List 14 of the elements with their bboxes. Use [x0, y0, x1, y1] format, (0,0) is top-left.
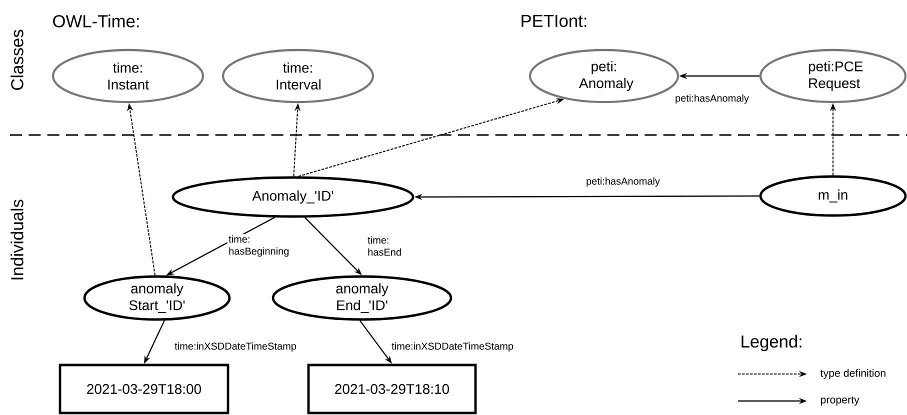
edge-label: peti:hasAnomaly [584, 176, 662, 188]
heading-label: PETIont: [522, 14, 586, 28]
heading-label: OWL-Time: [53, 14, 139, 28]
section-label: Classes [10, 30, 24, 90]
heading-label: Legend: [742, 334, 802, 352]
edge-label: time:inXSDDateTimeStamp [173, 341, 298, 353]
literal-box: 2021-03-29T18:10 [307, 364, 477, 414]
section-label: Individuals [10, 200, 24, 280]
legend-text: type definition [820, 369, 886, 379]
legend-text: property [820, 396, 860, 406]
edge-label: time: hasEnd [366, 235, 409, 257]
literal-box: 2021-03-29T18:00 [58, 364, 230, 414]
edge-label: time:inXSDDateTimeStamp [390, 341, 515, 353]
edge-label: time: hasBeginning [227, 234, 290, 258]
